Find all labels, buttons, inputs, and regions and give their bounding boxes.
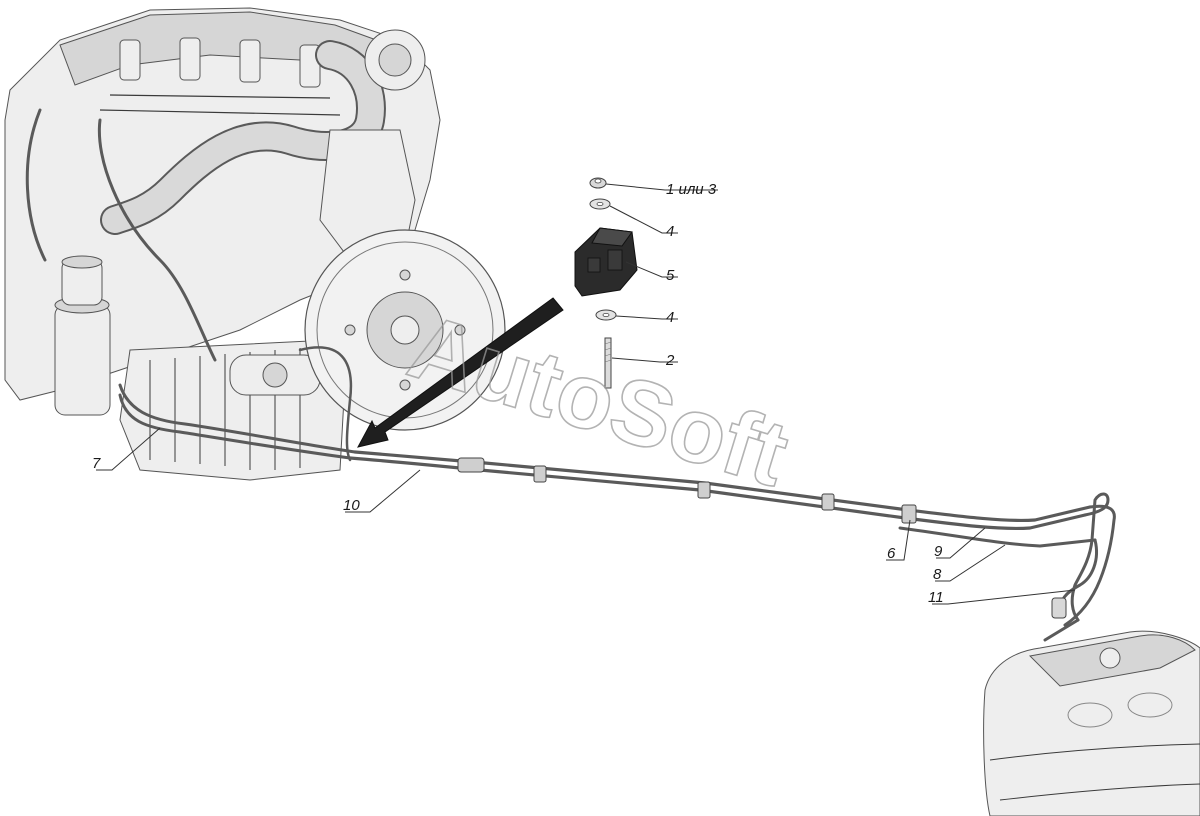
callout-label-8: 8 (933, 566, 942, 583)
callout-label-1-or-3: 1 или 3 (666, 181, 717, 198)
washer-top (589, 198, 611, 210)
callout-label-9: 9 (934, 543, 943, 560)
exploded-parts (574, 177, 638, 389)
callout-leaders (96, 183, 1076, 605)
engine-assembly (4, 7, 506, 481)
washer-bottom (595, 309, 617, 321)
callout-label-5: 5 (666, 267, 675, 284)
callout-label-4-bottom: 4 (666, 309, 674, 326)
callout-label-10: 10 (343, 497, 360, 514)
pointer-arrow (357, 297, 564, 448)
control-module (574, 227, 638, 297)
stud-part (604, 337, 612, 389)
fuel-filter (54, 255, 111, 416)
callout-label-6: 6 (887, 545, 896, 562)
callout-label-2: 2 (665, 352, 675, 369)
nut-part (589, 177, 607, 189)
fuel-lines (118, 383, 1116, 642)
callout-label-4-top: 4 (666, 223, 674, 240)
pipe-clips (457, 457, 917, 524)
callout-labels: 1 или 3 4 5 4 2 7 10 6 9 8 11 (92, 181, 944, 606)
callout-label-11: 11 (928, 589, 944, 606)
callout-label-7: 7 (92, 455, 101, 472)
fuel-tank (983, 630, 1200, 816)
